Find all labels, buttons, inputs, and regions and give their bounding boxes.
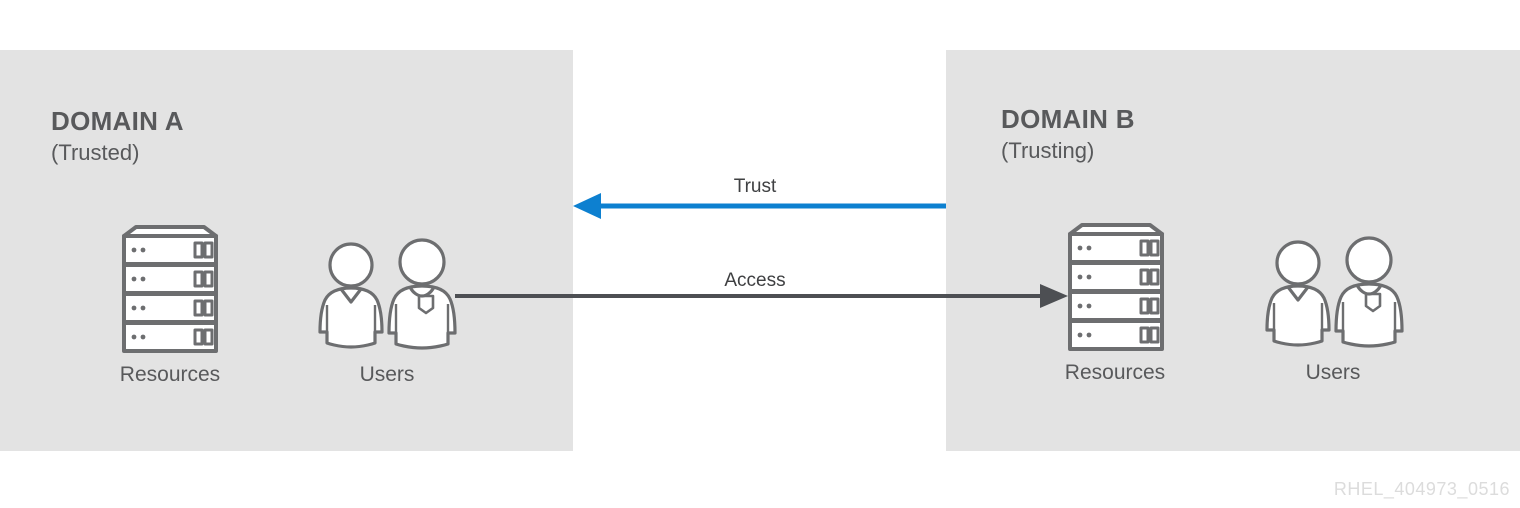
- access-connector-label: Access: [724, 270, 786, 291]
- domain-b-resources-label: Resources: [1064, 361, 1166, 384]
- domain-a-title: DOMAIN A: [51, 106, 184, 136]
- domain-a-users-label: Users: [359, 363, 415, 386]
- domain-b-panel: [946, 50, 1520, 451]
- trust-connector-label: Trust: [733, 176, 777, 197]
- domain-b-users-label: Users: [1305, 361, 1361, 384]
- domain-a-resources-label: Resources: [119, 363, 221, 386]
- watermark-label: RHEL_404973_0516: [1333, 479, 1510, 499]
- domain-a-panel: [0, 50, 573, 451]
- domain-a-subtitle: (Trusted): [51, 140, 140, 165]
- domain-b-subtitle: (Trusting): [1001, 138, 1095, 163]
- domain-b-title: DOMAIN B: [1001, 104, 1135, 134]
